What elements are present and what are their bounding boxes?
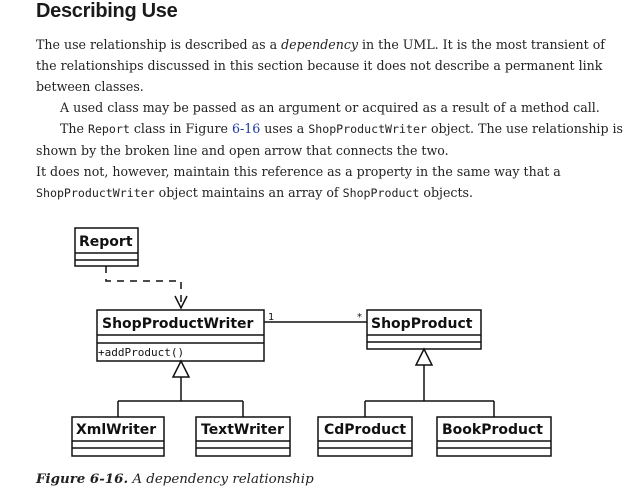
p4-text-a: It does not, however, maintain this refe…	[36, 164, 561, 179]
class-name-text-writer: TextWriter	[201, 422, 284, 438]
p1-text-c: in the UML. It is the most transient of …	[36, 37, 605, 94]
caption-number: Figure 6-16.	[36, 471, 129, 487]
body-text: The use relationship is described as a d…	[36, 34, 626, 204]
p4-code-product: ShopProduct	[342, 186, 420, 200]
paragraph-3: The Report class in Figure 6-16 uses a S…	[36, 118, 626, 161]
p1-text-a: The use relationship is described as a	[36, 37, 282, 52]
p2-text: A used class may be passed as an argumen…	[60, 100, 600, 115]
p3-text-a: The	[60, 121, 88, 136]
figure-reference-link[interactable]: 6-16	[231, 121, 261, 136]
paragraph-2: A used class may be passed as an argumen…	[36, 97, 626, 118]
p4-code-writer: ShopProductWriter	[36, 186, 155, 200]
class-box-book-product	[436, 416, 552, 457]
class-name-cd-product: CdProduct	[324, 422, 406, 438]
dependency-line	[105, 266, 188, 310]
figure-caption: Figure 6-16. A dependency relationship	[36, 471, 314, 487]
uml-diagram: Report ShopProductWriter +addProduct() S…	[71, 227, 552, 457]
multiplicity-one: 1	[268, 312, 274, 323]
inheritance-products	[364, 347, 495, 417]
inheritance-writers	[117, 359, 244, 417]
p3-text-c: class in Figure	[129, 121, 232, 136]
p1-emphasis: dependency	[281, 37, 359, 52]
caption-text: A dependency relationship	[128, 472, 314, 487]
p4-text-e: objects.	[419, 185, 473, 200]
class-box-cd-product	[317, 416, 413, 457]
class-box-text-writer	[195, 416, 291, 457]
class-name-shop-product: ShopProduct	[371, 316, 473, 332]
class-name-shop-product-writer: ShopProductWriter	[102, 316, 254, 332]
paragraph-1: The use relationship is described as a d…	[36, 34, 626, 97]
class-name-xml-writer: XmlWriter	[76, 422, 156, 438]
p3-code-writer: ShopProductWriter	[308, 122, 427, 136]
p3-text-e: uses a	[260, 121, 309, 136]
p3-text-g: object. The use relationship is shown by…	[36, 121, 624, 158]
p4-text-c: object maintains an array of	[154, 185, 343, 200]
p3-code-report: Report	[87, 122, 130, 136]
operation-add-product: +addProduct()	[98, 346, 184, 359]
paragraph-4: It does not, however, maintain this refe…	[36, 161, 626, 204]
section-heading: Describing Use	[36, 0, 178, 22]
multiplicity-many: *	[357, 312, 362, 323]
class-name-book-product: BookProduct	[442, 422, 543, 438]
class-name-report: Report	[79, 234, 133, 250]
